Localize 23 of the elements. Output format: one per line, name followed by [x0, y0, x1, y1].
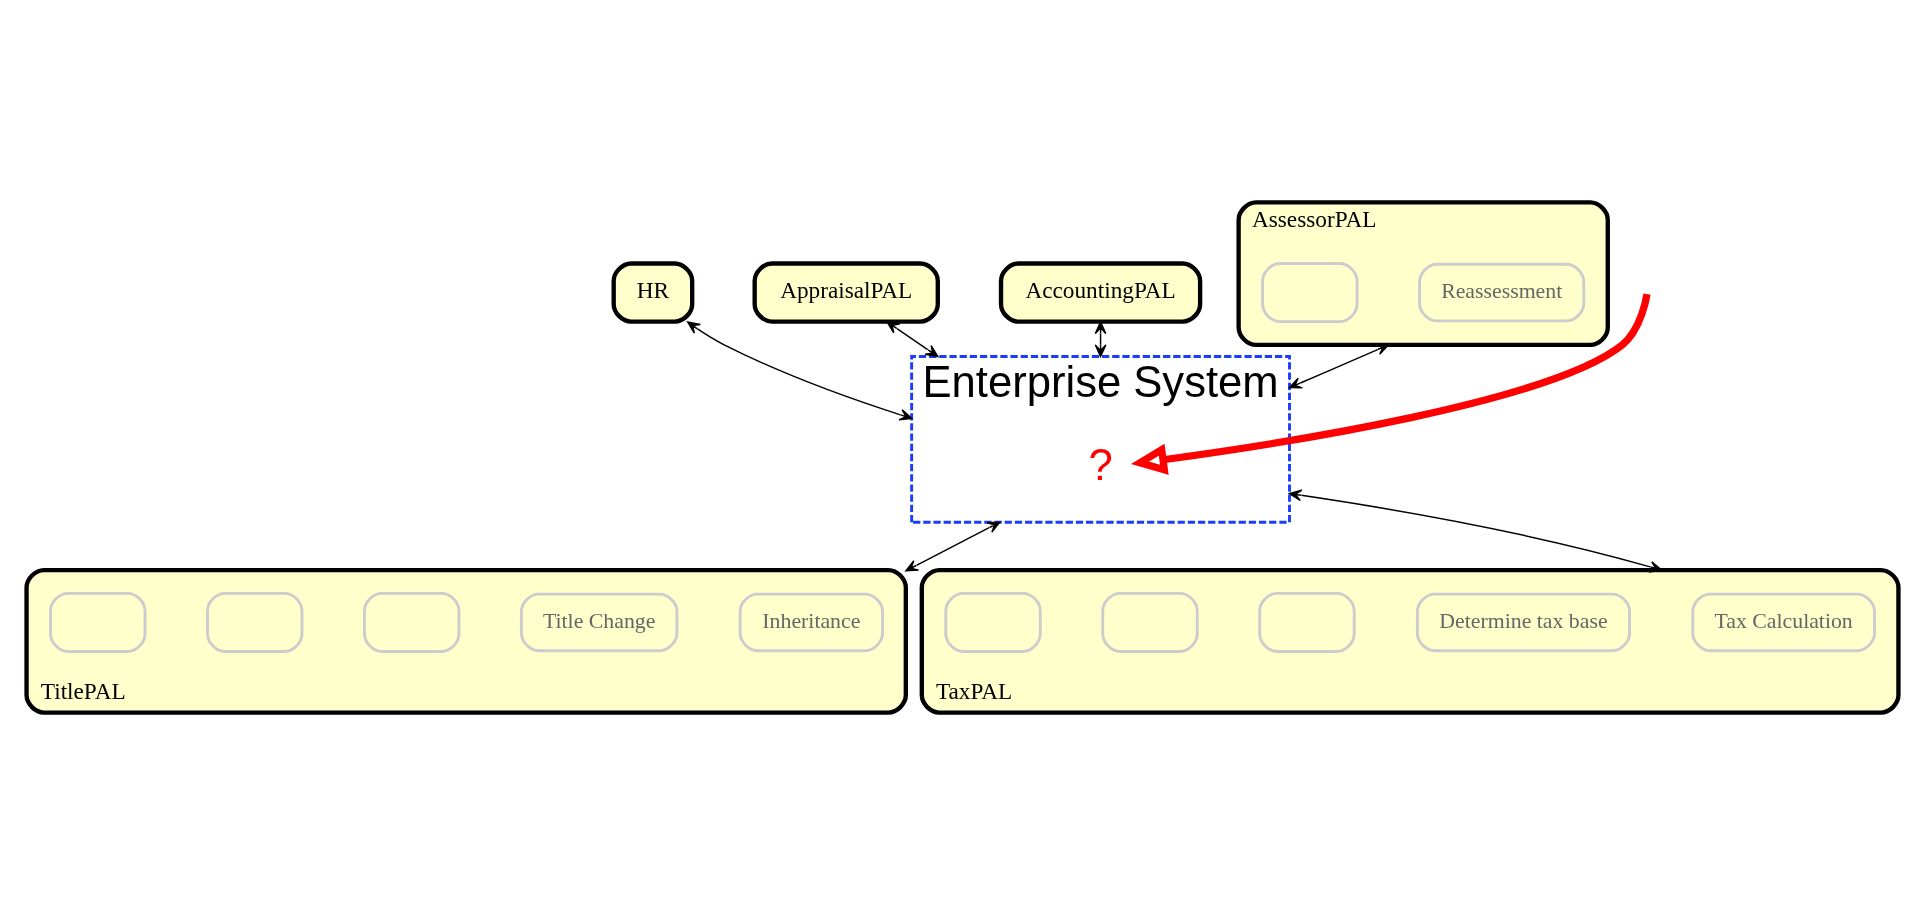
node-box	[206, 591, 304, 653]
node-box: Title Change	[519, 592, 679, 653]
arrow	[905, 521, 1001, 572]
node-box	[1258, 591, 1356, 653]
node-box	[1101, 591, 1199, 653]
node-box	[363, 591, 461, 653]
arrow	[687, 321, 913, 421]
node-text: ?	[1088, 441, 1113, 490]
arrow	[1094, 321, 1107, 358]
node-box: Determine tax base	[1415, 592, 1632, 653]
arrow	[1288, 344, 1390, 389]
arrow	[1288, 489, 1663, 573]
arrow	[886, 321, 939, 358]
node-box	[49, 591, 147, 653]
node-box: Inheritance	[738, 592, 885, 653]
node-box: AppraisalPAL	[752, 261, 940, 324]
node-box: HR	[611, 261, 695, 324]
node-box: Tax Calculation	[1691, 592, 1876, 653]
arrow	[1131, 293, 1651, 475]
node-box	[1261, 262, 1359, 324]
node-box: AccountingPAL	[998, 261, 1203, 324]
node-box	[944, 591, 1042, 653]
node-box: Reassessment	[1418, 262, 1586, 323]
